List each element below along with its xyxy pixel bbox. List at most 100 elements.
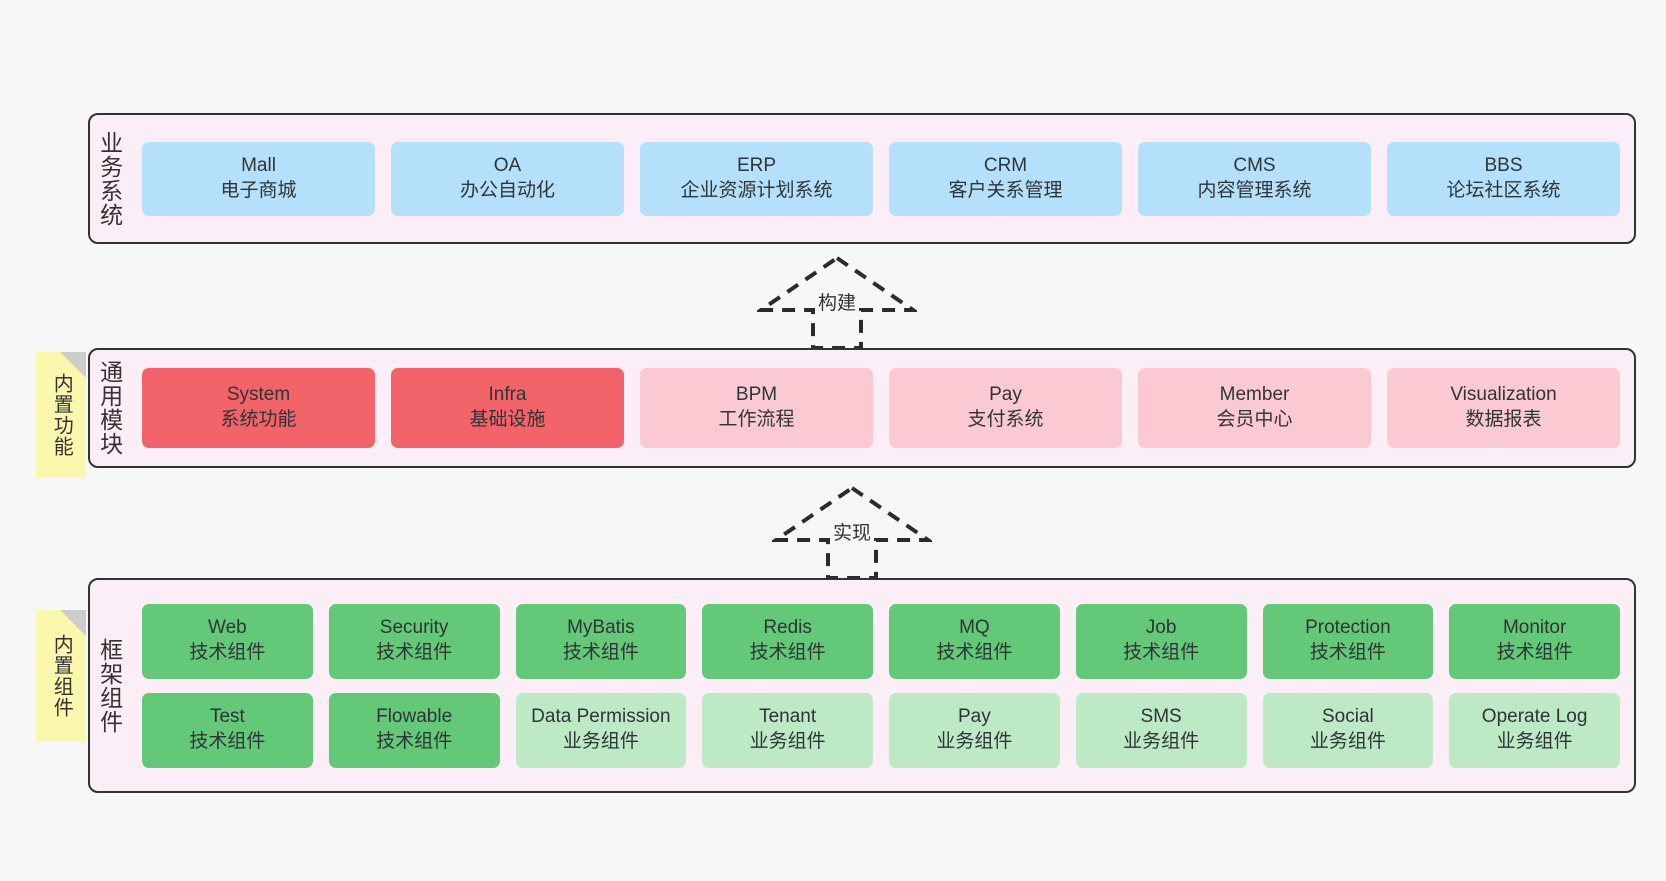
card-subtitle: 办公自动化 — [459, 179, 555, 201]
card-title: Test — [209, 706, 245, 728]
card-subtitle: 技术组件 — [1496, 642, 1573, 663]
card-subtitle: 基础设施 — [469, 409, 546, 430]
card-system[interactable]: System 系统功能 — [142, 368, 375, 448]
card-title: OA — [493, 154, 522, 176]
card-title: Visualization — [1450, 384, 1557, 406]
card-title: Pay — [958, 706, 991, 728]
note-fold-corner-icon — [60, 610, 86, 636]
card-title: BPM — [735, 384, 778, 406]
arrow-build-label: 构建 — [817, 293, 857, 314]
note-fold-corner-icon — [60, 352, 86, 378]
card-pay-component[interactable]: Pay 业务组件 — [889, 692, 1060, 768]
card-subtitle: 业务组件 — [562, 731, 639, 752]
card-pay-module[interactable]: Pay 支付系统 — [889, 368, 1122, 448]
card-bpm[interactable]: BPM 工作流程 — [640, 368, 873, 448]
card-title: Flowable — [376, 706, 453, 728]
card-test[interactable]: Test 技术组件 — [142, 692, 313, 768]
card-title: MyBatis — [567, 617, 635, 639]
card-title: MQ — [959, 617, 990, 639]
card-subtitle: 技术组件 — [936, 642, 1013, 663]
card-title: Protection — [1305, 617, 1391, 639]
card-grid-business: Mall 电子商城 OA 办公自动化 ERP 企业资源计划系统 CRM 客户关系… — [128, 115, 1634, 242]
card-title: CRM — [983, 154, 1028, 176]
layer-framework-component: 框架组件 Web 技术组件 Security 技术组件 MyBatis 技术组件… — [88, 578, 1636, 793]
card-erp[interactable]: ERP 企业资源计划系统 — [640, 141, 873, 216]
card-title: Operate Log — [1481, 706, 1588, 728]
card-subtitle: 企业资源计划系统 — [680, 179, 833, 201]
card-subtitle: 客户关系管理 — [948, 179, 1063, 201]
card-visualization[interactable]: Visualization 数据报表 — [1387, 368, 1620, 448]
card-subtitle: 工作流程 — [718, 409, 795, 430]
card-mybatis[interactable]: MyBatis 技术组件 — [515, 603, 687, 679]
card-row: Mall 电子商城 OA 办公自动化 ERP 企业资源计划系统 CRM 客户关系… — [142, 141, 1620, 216]
card-oa[interactable]: OA 办公自动化 — [391, 141, 624, 216]
arrow-build: 构建 — [757, 252, 917, 352]
card-subtitle: 支付系统 — [967, 409, 1044, 430]
card-subtitle: 会员中心 — [1216, 409, 1293, 430]
card-subtitle: 业务组件 — [1309, 731, 1386, 752]
layer-title-framework: 框架组件 — [96, 637, 123, 734]
card-title: Pay — [989, 384, 1022, 406]
layer-common-module: 通用模块 System 系统功能 Infra 基础设施 BPM 工作流程 Pay… — [88, 348, 1636, 468]
card-operate-log[interactable]: Operate Log 业务组件 — [1449, 692, 1620, 768]
layer-title-business: 业务系统 — [96, 130, 123, 227]
layer-business-system: 业务系统 Mall 电子商城 OA 办公自动化 ERP 企业资源计划系统 CRM… — [88, 113, 1636, 244]
card-subtitle: 内容管理系统 — [1197, 179, 1312, 201]
card-title: ERP — [736, 154, 777, 176]
card-web[interactable]: Web 技术组件 — [142, 603, 313, 679]
card-subtitle: 技术组件 — [376, 642, 453, 663]
card-subtitle: 技术组件 — [376, 731, 453, 752]
card-cms[interactable]: CMS 内容管理系统 — [1138, 141, 1371, 216]
card-subtitle: 技术组件 — [189, 731, 266, 752]
card-bbs[interactable]: BBS 论坛社区系统 — [1387, 141, 1620, 216]
card-grid-common: System 系统功能 Infra 基础设施 BPM 工作流程 Pay 支付系统… — [128, 350, 1634, 466]
card-subtitle: 电子商城 — [220, 179, 297, 201]
card-title: Tenant — [759, 706, 817, 728]
arrow-implement: 实现 — [772, 482, 932, 582]
card-subtitle: 技术组件 — [1309, 642, 1386, 663]
card-member[interactable]: Member 会员中心 — [1138, 368, 1371, 448]
card-tenant[interactable]: Tenant 业务组件 — [702, 692, 873, 768]
card-sms[interactable]: SMS 业务组件 — [1075, 692, 1247, 768]
card-subtitle: 业务组件 — [1123, 731, 1200, 752]
card-flowable[interactable]: Flowable 技术组件 — [328, 692, 500, 768]
card-title: BBS — [1484, 154, 1523, 176]
card-title: Mall — [241, 154, 276, 176]
card-social[interactable]: Social 业务组件 — [1262, 692, 1434, 768]
card-subtitle: 系统功能 — [220, 409, 297, 430]
card-row: Test 技术组件 Flowable 技术组件 Data Permission … — [142, 692, 1620, 768]
card-title: Security — [379, 617, 449, 639]
card-subtitle: 技术组件 — [189, 642, 266, 663]
card-data-permission[interactable]: Data Permission 业务组件 — [515, 692, 687, 768]
layer-title-common: 通用模块 — [96, 360, 123, 456]
note-builtin-function: 内置功能 — [36, 352, 86, 478]
card-subtitle: 数据报表 — [1465, 409, 1542, 430]
card-subtitle: 业务组件 — [1496, 731, 1573, 752]
card-title: SMS — [1140, 706, 1182, 728]
card-title: Job — [1145, 617, 1177, 639]
card-title: Social — [1322, 706, 1374, 728]
note-builtin-component: 内置组件 — [36, 610, 86, 742]
card-crm[interactable]: CRM 客户关系管理 — [889, 141, 1122, 216]
card-redis[interactable]: Redis 技术组件 — [702, 603, 873, 679]
note-label: 内置组件 — [50, 634, 73, 718]
card-mall[interactable]: Mall 电子商城 — [142, 141, 375, 216]
card-subtitle: 技术组件 — [749, 642, 826, 663]
note-label: 内置功能 — [50, 373, 73, 457]
card-title: CMS — [1233, 154, 1276, 176]
card-subtitle: 论坛社区系统 — [1446, 179, 1561, 201]
card-infra[interactable]: Infra 基础设施 — [391, 368, 624, 448]
card-title: Infra — [488, 384, 527, 406]
card-monitor[interactable]: Monitor 技术组件 — [1449, 603, 1620, 679]
card-security[interactable]: Security 技术组件 — [328, 603, 500, 679]
card-title: Monitor — [1502, 617, 1567, 639]
card-subtitle: 技术组件 — [562, 642, 639, 663]
card-subtitle: 业务组件 — [749, 731, 826, 752]
card-job[interactable]: Job 技术组件 — [1075, 603, 1247, 679]
card-title: Web — [208, 617, 247, 639]
card-title: Redis — [763, 617, 812, 639]
card-protection[interactable]: Protection 技术组件 — [1262, 603, 1434, 679]
card-row: Web 技术组件 Security 技术组件 MyBatis 技术组件 Redi… — [142, 603, 1620, 679]
card-mq[interactable]: MQ 技术组件 — [889, 603, 1060, 679]
card-grid-framework: Web 技术组件 Security 技术组件 MyBatis 技术组件 Redi… — [128, 580, 1634, 791]
